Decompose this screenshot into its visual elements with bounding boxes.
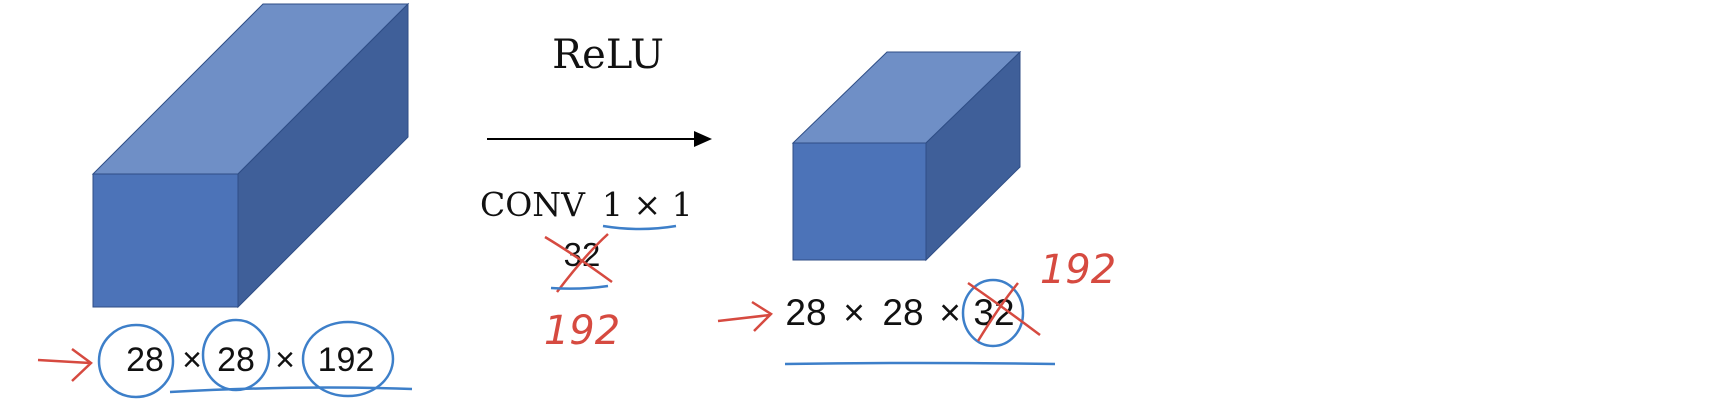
input-times-2: × <box>275 341 295 379</box>
output-height: 28 <box>785 292 826 333</box>
input-volume <box>91 2 410 309</box>
output-width: 28 <box>882 292 923 333</box>
filter-count-strike-a <box>544 235 613 284</box>
output-channels-strike-a <box>967 281 1041 337</box>
output-volume-front <box>792 142 927 261</box>
filter-count-strike-b <box>556 233 609 293</box>
input-height-circle <box>97 323 175 399</box>
output-channels-new: 192 <box>1040 247 1116 293</box>
input-pointer-arrow <box>37 347 93 382</box>
output-times-1: × <box>843 292 865 333</box>
input-channels-circle <box>301 320 395 398</box>
filter-count-underline <box>550 284 609 290</box>
conv-filter-count: 32 <box>564 236 601 273</box>
output-volume <box>791 50 1022 262</box>
activation-label: ReLU <box>552 32 664 78</box>
output-times-2: × <box>939 292 961 333</box>
output-pointer-arrow <box>717 300 773 332</box>
input-height: 28 <box>126 341 164 379</box>
input-times-1: × <box>182 341 202 379</box>
transform-arrow <box>487 131 712 147</box>
input-dims-underline <box>169 386 413 394</box>
output-dimensions: 28 × 28 × 32 192 <box>717 247 1116 366</box>
input-channels: 192 <box>318 341 375 379</box>
conv-label: CONV <box>480 185 586 224</box>
conv-filter-size: 1 × 1 <box>602 185 693 224</box>
input-width: 28 <box>217 341 255 379</box>
filter-size-underline <box>602 224 677 231</box>
input-dimensions: 28 × 28 × 192 <box>37 318 413 399</box>
arrow-head <box>694 131 712 147</box>
input-volume-front <box>92 173 239 308</box>
output-channels-circle <box>961 278 1025 348</box>
output-dims-underline <box>784 361 1056 366</box>
filter-count-new: 192 <box>544 308 620 354</box>
output-channels-strike-b <box>976 282 1019 342</box>
